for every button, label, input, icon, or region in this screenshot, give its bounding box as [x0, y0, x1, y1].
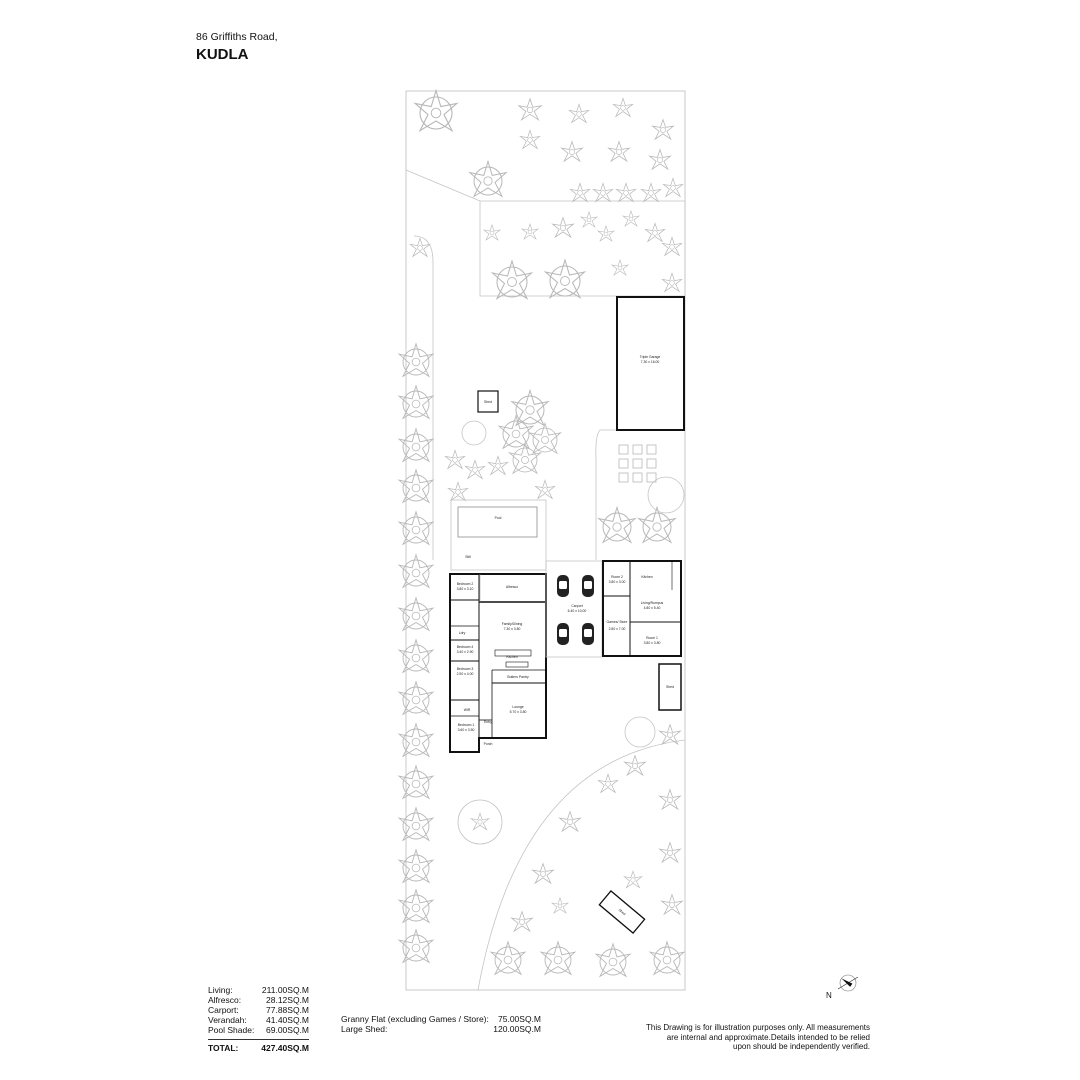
room2-dim: 3.80 x 3.00: [609, 580, 626, 584]
garden-curve: [477, 739, 686, 991]
bedroom1-dim: 3.60 x 3.50: [458, 728, 475, 732]
area-row-living: Living: 211.00SQ.M: [208, 985, 309, 995]
bottom-shed-label: Shed: [618, 908, 627, 916]
family-dining-label: Family/Dining: [502, 622, 523, 626]
rear-paddock-outline: [405, 169, 686, 297]
kitchen-label: Kitchen: [506, 655, 517, 659]
bedroom3-dim: 2.90 x 4.00: [457, 672, 474, 676]
small-shed-label: Shed: [484, 400, 492, 404]
area-schedule: Living: 211.00SQ.M Alfresco: 28.12SQ.M C…: [208, 985, 309, 1053]
triple-garage-dim: 7.30 x 16.00: [641, 360, 660, 364]
area-value: 77.88SQ.M: [266, 1005, 309, 1015]
bedroom2-label: Bedroom 2: [457, 582, 474, 586]
area-label: Pool Shade:: [208, 1025, 255, 1035]
area-value: 69.00SQ.M: [266, 1025, 309, 1035]
extra-label: Granny Flat (excluding Games / Store):: [341, 1014, 489, 1024]
area-row-pool-shade: Pool Shade: 69.00SQ.M: [208, 1025, 309, 1035]
area-label: Carport:: [208, 1005, 239, 1015]
extra-area-schedule: Granny Flat (excluding Games / Store): 7…: [341, 1014, 541, 1034]
driveway-outline: [595, 429, 685, 560]
property-boundary: [405, 90, 686, 991]
tree-cluster-top: [410, 90, 683, 300]
carport-dim: 6.40 x 10.00: [568, 609, 587, 613]
disclaimer-line: upon should be independently verified.: [733, 1042, 870, 1051]
panel-grid: [618, 444, 657, 483]
bedroom1-label: Bedroom 1: [458, 723, 475, 727]
entry-label: Entry: [484, 720, 492, 724]
disclaimer-line: are internal and approximate.Details int…: [666, 1032, 870, 1042]
main-house-labels: Alfresco Bedroom 2 3.80 x 3.10 Ldry Fami…: [457, 582, 529, 746]
area-label: Verandah:: [208, 1015, 247, 1025]
area-value: 211.00SQ.M: [261, 985, 309, 995]
porch-label: Porch: [484, 742, 493, 746]
suburb-title: KUDLA: [196, 46, 249, 63]
lounge-dim: 5.70 x 3.80: [510, 710, 527, 714]
wir-label: WIR: [464, 708, 471, 712]
small-shed: [477, 390, 499, 413]
extra-row-granny-flat: Granny Flat (excluding Games / Store): 7…: [341, 1014, 541, 1024]
triple-garage-label: Triple Garage: [640, 355, 661, 359]
right-shed-label: Shed: [666, 685, 674, 689]
room1-dim: 3.80 x 3.80: [644, 641, 661, 645]
bedroom4-dim: 3.40 x 2.90: [457, 650, 474, 654]
extra-value: 75.00SQ.M: [498, 1014, 541, 1024]
area-label: Alfresco:: [208, 995, 242, 1005]
pool: [457, 506, 538, 538]
total-value: 427.40SQ.M: [261, 1043, 309, 1053]
pool-area: [450, 499, 547, 571]
alfresco-label: Alfresco: [506, 585, 518, 589]
area-value: 28.12SQ.M: [266, 995, 309, 1005]
total-label: TOTAL:: [208, 1043, 239, 1053]
still-label: Still: [465, 555, 471, 559]
disclaimer: This Drawing is for illustration purpose…: [610, 1023, 870, 1052]
area-row-carport: Carport: 77.88SQ.M: [208, 1005, 309, 1015]
address-line: 86 Griffiths Road,: [196, 31, 278, 43]
tree-cluster-pool: [445, 389, 685, 543]
tree-cluster-bottom: [457, 716, 685, 977]
lounge-label: Lounge: [512, 705, 523, 709]
family-dining-dim: 7.30 x 3.80: [504, 627, 521, 631]
carport-label: Carport: [571, 604, 582, 608]
extra-label: Large Shed:: [341, 1024, 388, 1034]
area-label: Living:: [208, 985, 233, 995]
granny-flat: [602, 560, 682, 657]
bedroom2-dim: 3.80 x 3.10: [457, 587, 474, 591]
bedroom4-label: Bedroom 4: [457, 645, 474, 649]
bedroom3-label: Bedroom 3: [457, 667, 474, 671]
area-row-alfresco: Alfresco: 28.12SQ.M: [208, 995, 309, 1005]
bottom-shed: Shed: [598, 890, 646, 934]
extra-value: 120.00SQ.M: [493, 1024, 541, 1034]
extra-row-large-shed: Large Shed: 120.00SQ.M: [341, 1024, 541, 1034]
living-rumpus-dim: 4.80 x 5.40: [644, 606, 661, 610]
pool-label: Pool: [495, 516, 502, 520]
laundry-label: Ldry: [459, 631, 466, 635]
butlers-pantry-label: Butlers Pantry: [507, 675, 529, 679]
triple-garage: [616, 296, 685, 431]
games-store-label: Games/ Store: [607, 620, 628, 624]
games-store-dim: 2.80 x 7.00: [609, 627, 626, 631]
area-value: 41.40SQ.M: [266, 1015, 309, 1025]
area-total-row: TOTAL: 427.40SQ.M: [208, 1043, 309, 1053]
disclaimer-line: This Drawing is for illustration purpose…: [646, 1023, 870, 1032]
living-rumpus-label: Living/Rumpus: [641, 601, 664, 605]
total-divider: [208, 1039, 309, 1040]
area-row-verandah: Verandah: 41.40SQ.M: [208, 1015, 309, 1025]
room1-label: Room 1: [646, 636, 658, 640]
room2-label: Room 2: [611, 575, 623, 579]
north-arrow-icon: [837, 974, 859, 992]
flat-kitchen-label: Kitchen: [641, 575, 652, 579]
right-shed: [658, 663, 682, 711]
left-hedge: [398, 343, 434, 963]
north-label: N: [826, 991, 832, 1000]
granny-flat-labels: Room 2 3.80 x 3.00 Kitchen Living/Rumpus…: [607, 575, 664, 645]
